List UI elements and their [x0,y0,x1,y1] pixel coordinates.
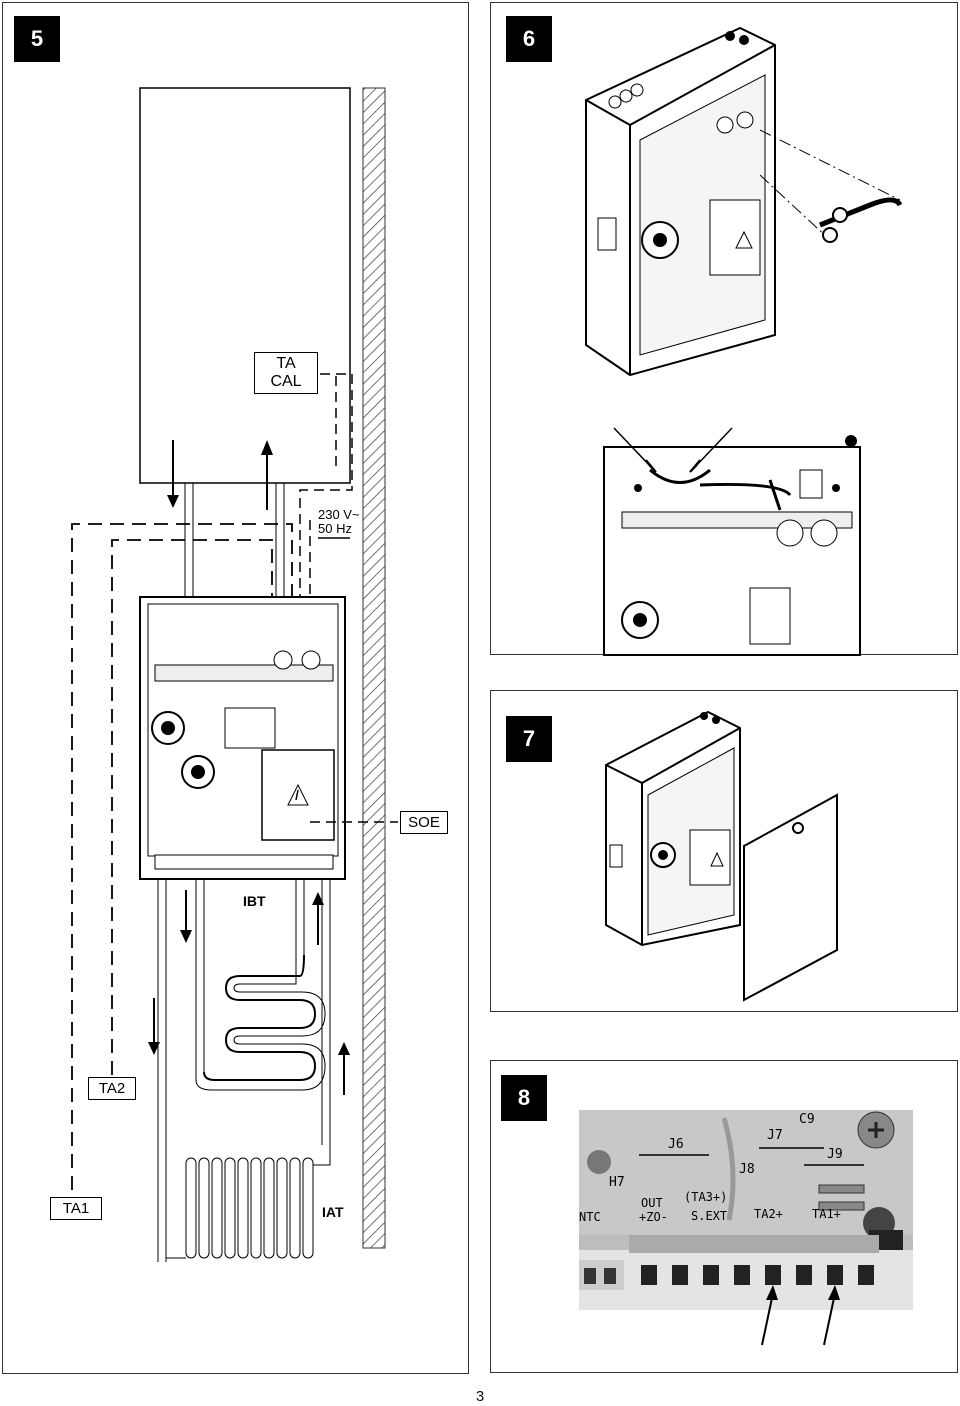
electrical-box [261,749,335,841]
figure-8-badge: 8 [501,1075,547,1121]
terminal-block [641,1265,874,1285]
board-label-ntc: NTC [579,1210,601,1224]
wall-hatch [362,87,386,1249]
ta-cal-line1: TA [276,355,296,372]
arrow-up-boiler [261,440,273,455]
pointer-ta1-terminal [823,1297,835,1346]
pointer-ta2-terminal [761,1297,773,1346]
arrow-up-iat [338,1042,350,1055]
board-label-j7: J7 [767,1128,783,1143]
board-label-out: OUT [641,1196,663,1210]
pointer-arrow-left [613,427,653,469]
power-line1: 230 V~ [318,507,360,522]
circuit-board-drawing [579,1110,913,1310]
power-line2: 50 Hz [318,521,352,536]
bypass-pipe [819,197,903,228]
arrow-down-iat [148,1042,160,1055]
floor-heating-coil [203,954,317,1081]
boiler-unit [139,87,351,484]
figure-5-badge: 5 [14,16,60,62]
iat-label: IAT [322,1204,344,1220]
arrow-up-ibt [312,892,324,905]
arrow-down-ibt [180,930,192,943]
soe-label: SOE [400,811,448,834]
pointer-arrow-right [693,427,733,469]
board-label-ta1-plus: TA1+ [812,1207,841,1221]
circuit-board-photo: J6 J7 C9 J9 J8 H7 OUT (TA3+) NTC +ZO- S.… [579,1110,913,1310]
power-supply-label: 230 V~ 50 Hz [318,508,360,536]
board-label-h7: H7 [609,1175,625,1190]
ta1-wire [71,523,293,1190]
ta-cal-line2: CAL [270,373,302,390]
figure-6-badge: 6 [506,16,552,62]
ta1-label: TA1 [50,1197,102,1220]
board-label-j9: J9 [827,1147,843,1162]
board-label-ta3: (TA3+) [684,1190,728,1204]
board-label-ta2-plus: TA2+ [754,1207,783,1221]
figure-7-badge: 7 [506,716,552,762]
board-label-c9: C9 [799,1112,815,1127]
board-label-j8: J8 [739,1162,755,1177]
ibt-label: IBT [243,893,266,909]
radiator [185,1157,314,1259]
arrow-down-boiler [167,495,179,508]
board-label-sext: S.EXT [691,1209,728,1223]
ta2-label: TA2 [88,1077,136,1100]
ta-cal-wire [299,373,353,610]
ta2-wire [111,539,273,1075]
ta-cal-label: TA CAL [254,352,318,394]
page-number: 3 [475,1388,485,1405]
board-label-zo: +ZO- [639,1210,668,1224]
board-label-j6: J6 [668,1137,684,1152]
front-cover-panel [743,793,838,1002]
